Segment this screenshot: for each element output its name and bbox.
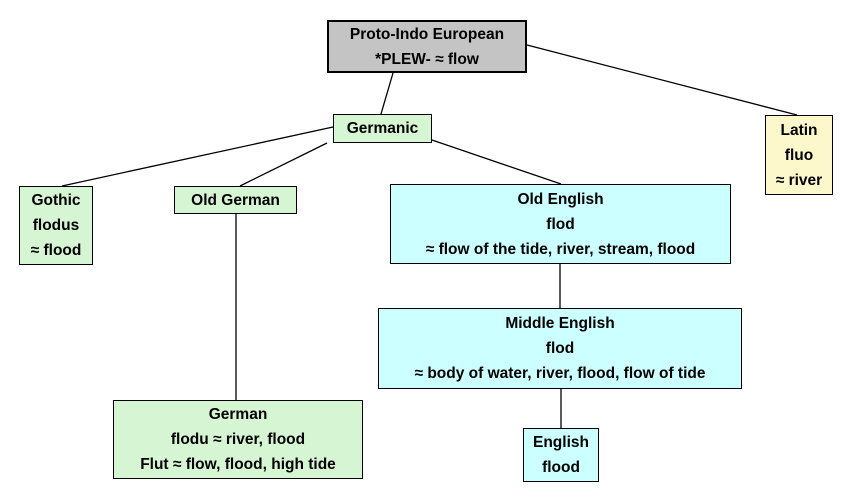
node-latin: Latin fluo ≈ river — [765, 115, 833, 195]
node-old-english-text-line: ≈ flow of the tide, river, stream, flood — [425, 240, 696, 258]
node-middle-english-text-line: Middle English — [505, 315, 615, 332]
node-german-text-line: flodu ≈ river, flood — [170, 431, 306, 448]
node-german-text-line: German — [208, 406, 268, 423]
node-proto-indo-european-text-line: *PLEW- ≈ flow — [375, 50, 479, 68]
node-old-german-text-line: Old German — [191, 191, 280, 209]
node-middle-english-text-line: flod — [545, 340, 575, 357]
node-german-text-line: Flut ≈ flow, flood, high tide — [140, 456, 336, 473]
node-middle-english-text-line: ≈ body of water, river, flood, flow of t… — [414, 365, 706, 382]
node-old-english-text-line: flod — [546, 215, 575, 233]
node-latin-text-line: Latin — [780, 121, 818, 139]
node-english-text-line: English — [533, 434, 589, 451]
node-germanic: Germanic — [333, 114, 432, 143]
node-gothic: Gothic flodus ≈ flood — [19, 186, 93, 265]
node-proto-indo-european-text-line: Proto-Indo European — [349, 25, 505, 43]
node-old-english: Old English flod ≈ flow of the tide, river… — [390, 184, 731, 264]
node-latin-text-line: fluo — [784, 146, 814, 164]
node-gothic-text-line: flodus — [32, 217, 80, 234]
node-latin-text-line: ≈ river — [775, 171, 823, 189]
edge-proto-indo-european-to-latin — [526, 44, 798, 116]
node-gothic-text-line: ≈ flood — [30, 242, 82, 259]
node-middle-english: Middle English flod ≈ body of water, river… — [378, 308, 742, 389]
node-english: English flood — [523, 428, 599, 482]
edge-germanic-to-old-english — [431, 139, 562, 185]
node-english-text-line: flood — [542, 459, 580, 476]
node-old-german: Old German — [174, 186, 297, 214]
edge-germanic-to-gothic — [61, 126, 334, 187]
edge-proto-indo-european-to-germanic — [380, 72, 394, 115]
node-gothic-text-line: Gothic — [31, 192, 81, 209]
edge-germanic-to-old-german — [239, 142, 328, 187]
node-proto-indo-european: Proto-Indo European *PLEW- ≈ flow — [327, 20, 527, 73]
node-germanic-text-line: Germanic — [346, 120, 419, 137]
node-old-english-text-line: Old English — [517, 190, 604, 208]
